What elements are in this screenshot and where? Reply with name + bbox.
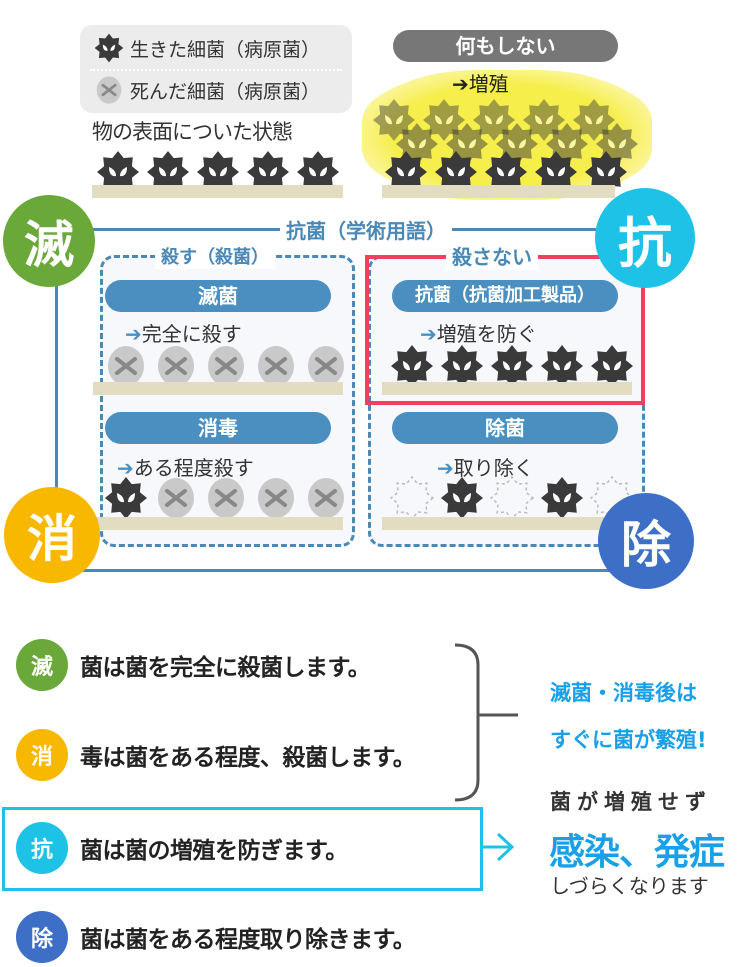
explanation-metsu: 滅 菌は菌を完全に殺菌します。: [16, 639, 371, 691]
kill-title: 殺す（殺菌）: [155, 243, 275, 269]
desc-text: 取り除く: [453, 456, 534, 480]
legend-dead-label: 死んだ細菌（病原菌）: [130, 80, 321, 103]
desc-text: 完全に殺す: [141, 322, 242, 346]
explanation-text: 菌は菌をある程度取り除きます。: [80, 927, 416, 953]
explanation-kou: 抗 菌は菌の増殖を防ぎます。: [16, 822, 348, 874]
live-germ-icon: [441, 477, 483, 519]
kou-highlight-box: [2, 807, 483, 891]
explanation-shou: 消 毒は菌をある程度、殺菌します。: [16, 729, 416, 781]
dead-germ-icon: [258, 346, 294, 386]
growth-label: 増殖: [468, 72, 509, 96]
metsu-icon: 滅: [16, 639, 68, 691]
live-germ-icon: [591, 345, 633, 387]
dead-germ-icon: [158, 346, 194, 386]
live-germ-icon: [97, 151, 139, 193]
live-germ-icon: [385, 151, 427, 193]
explanation-text: 菌は菌を完全に殺菌します。: [80, 655, 371, 681]
growth-text: ➔増殖: [452, 68, 509, 97]
surface-bar: [92, 185, 343, 198]
nokill-title: 殺さない: [446, 241, 538, 270]
removed-germ-outline-icon: [490, 476, 534, 520]
remove-bar: [382, 517, 632, 530]
bracket-and-arrow: [454, 643, 518, 862]
desc-text: ある程度殺す: [133, 456, 254, 480]
disinfect-label: 消毒: [105, 412, 331, 444]
disinfect-germs: [104, 476, 348, 520]
sterilize-desc: ➔完全に殺す: [125, 318, 242, 347]
surface-germs: [96, 150, 340, 194]
jo-icon: 除: [16, 911, 68, 963]
desc-text: 増殖を防ぐ: [436, 322, 537, 346]
live-germ-icon: [441, 345, 483, 387]
shou-circle: 消: [4, 487, 100, 583]
live-germ-icon: [541, 477, 583, 519]
live-germ-icon: [247, 151, 289, 193]
sterilize-germs: [104, 344, 348, 388]
kou-icon: 抗: [16, 822, 68, 874]
disinfect-desc: ➔ある程度殺す: [117, 452, 254, 481]
kou-circle: 抗: [595, 188, 695, 288]
legend-live-label: 生きた細菌（病原菌）: [130, 38, 321, 61]
explanation-jo: 除 菌は菌をある程度取り除きます。: [16, 911, 416, 963]
sterilize-bar: [93, 382, 343, 395]
nothing-bar: [382, 185, 615, 198]
dead-germ-icon: [208, 478, 244, 518]
live-germ-icon: [535, 151, 577, 193]
live-germ-icon: [435, 151, 477, 193]
note-kou-3: しづらくなります: [550, 874, 709, 898]
live-germ-icon: [147, 151, 189, 193]
disinfect-bar: [93, 517, 343, 530]
live-germ-icon: [541, 345, 583, 387]
legend: 生きた細菌（病原菌） 死んだ細菌（病原菌）: [80, 25, 352, 113]
antibacterial-bar: [382, 382, 632, 395]
sterilize-label: 滅菌: [105, 280, 331, 312]
legend-live: 生きた細菌（病原菌）: [94, 33, 320, 63]
legend-dead: 死んだ細菌（病原菌）: [94, 75, 320, 105]
live-germ-icon: [491, 345, 533, 387]
explanation-text: 毒は菌をある程度、殺菌します。: [80, 745, 416, 771]
remove-desc: ➔取り除く: [437, 452, 534, 481]
antibacterial-desc: ➔増殖を防ぐ: [420, 318, 537, 347]
nothing-germs: [384, 150, 628, 194]
arrow-icon: ➔: [452, 72, 469, 96]
dead-germ-icon: [108, 346, 144, 386]
dead-germ-icon: [258, 478, 294, 518]
antibacterial-germs: [390, 344, 634, 388]
dead-germ-icon: [308, 478, 344, 518]
live-germ-icon: [485, 151, 527, 193]
note-kou-1: 菌が増殖せず: [550, 790, 712, 814]
note-kou-2: 感染、発症: [549, 832, 725, 873]
note-after-2: すぐに菌が繁殖!: [550, 728, 707, 752]
legend-divider: [90, 69, 342, 71]
arrow-icon: ➔: [420, 322, 437, 346]
arrow-icon: ➔: [125, 322, 142, 346]
dead-germ-icon: [208, 346, 244, 386]
dead-germ-icon: [308, 346, 344, 386]
shou-icon: 消: [16, 729, 68, 781]
live-germ-icon: [391, 345, 433, 387]
live-germ-icon: [105, 477, 147, 519]
remove-label: 除菌: [392, 412, 618, 444]
live-germ-icon: [585, 151, 627, 193]
removed-germ-outline-icon: [390, 476, 434, 520]
arrow-icon: ➔: [437, 456, 454, 480]
outer-title: 抗菌（学術用語）: [280, 215, 452, 244]
jo-circle: 除: [598, 493, 694, 589]
bracket-icon: [454, 643, 518, 802]
metsu-circle: 滅: [3, 195, 95, 287]
antibacterial-label: 抗菌（抗菌加工製品）: [392, 280, 618, 312]
nothing-label: 何もしない: [393, 30, 618, 62]
surface-label: 物の表面についた状態: [92, 120, 293, 144]
arrow-icon: ➔: [117, 456, 134, 480]
live-germ-icon: [94, 33, 124, 63]
remove-germs: [390, 476, 634, 520]
explanation-text: 菌は菌の増殖を防ぎます。: [80, 838, 348, 864]
arrow-right-icon: [483, 832, 515, 862]
note-after-1: 滅菌・消毒後は: [550, 681, 697, 705]
dead-germ-icon: [96, 76, 122, 104]
live-germ-icon: [197, 151, 239, 193]
dead-germ-icon: [158, 478, 194, 518]
live-germ-icon: [297, 151, 339, 193]
